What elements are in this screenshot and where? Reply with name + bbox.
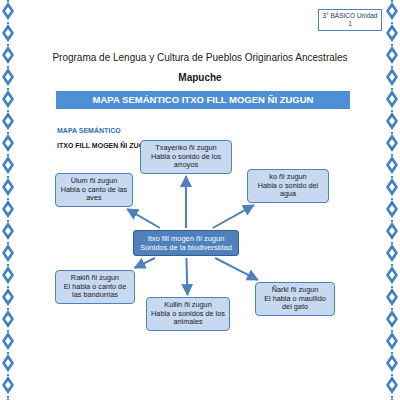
node-heading: Rakiñ ñi zugun (60, 274, 130, 283)
concept-box: Kullin ñi zugunHabla o sonidos de los an… (146, 297, 230, 331)
node-description: El habla o canto de las bandurrias (60, 283, 130, 301)
concept-box: Ülum ñi zugunHabla o canto de las aves (55, 173, 133, 207)
node-description: Habla o sonido del agua (252, 182, 324, 200)
central-concept: Itxo fill mogen ñi zugunSonidos de la bi… (133, 230, 239, 256)
title-band: MAPA SEMÁNTICO ITXO FILL MOGEN ÑI ZUGUN (56, 91, 350, 108)
arrow-connector (135, 258, 155, 268)
node-heading: Kullin ñi zugun (151, 301, 225, 310)
program-title: Programa de Lengua y Cultura de Pueblos … (0, 52, 400, 63)
arrow-connector (213, 205, 254, 228)
concept-box: Rakiñ ñi zugunEl habla o canto de las ba… (55, 270, 135, 304)
section-heading: MAPA SEMÁNTICO (57, 127, 121, 134)
node-heading: Txayenko ñi zugun (145, 144, 227, 153)
node-heading: Ülum ñi zugun (60, 177, 128, 186)
right-border (384, 0, 400, 400)
subtitle: Mapuche (0, 72, 400, 83)
concept-box: Ñarki ñi zugunEl habla o maullido del ga… (255, 282, 335, 316)
arrow-connector (186, 258, 187, 295)
grade-badge: 3° BÁSICO Unidad 1 (318, 9, 382, 31)
node-heading: Itxo fill mogen ñi zugun (138, 234, 234, 243)
arrow-connector (215, 258, 258, 280)
node-description: El habla o maullido del gato (260, 295, 330, 313)
node-heading: 3° BÁSICO Unidad 1 (322, 12, 378, 28)
node-heading: MAPA SEMÁNTICO ITXO FILL MOGEN ÑI ZUGUN (60, 94, 346, 105)
left-border (0, 0, 16, 400)
node-heading: Ñarki ñi zugun (260, 286, 330, 295)
arrow-connector (185, 176, 187, 228)
node-description: Sonidos de la biodiversidad (138, 243, 234, 252)
node-description: Habla o canto de las aves (60, 186, 128, 204)
node-heading: ko ñi zugun (252, 173, 324, 182)
arrow-connector (127, 209, 160, 228)
concept-box: Txayenko ñi zugunHabla o sonido de los a… (140, 140, 232, 174)
node-description: Habla o sonidos de los animales (151, 310, 225, 328)
concept-box: ko ñi zugunHabla o sonido del agua (247, 169, 329, 203)
node-description: Habla o sonido de los arroyos (145, 153, 227, 171)
